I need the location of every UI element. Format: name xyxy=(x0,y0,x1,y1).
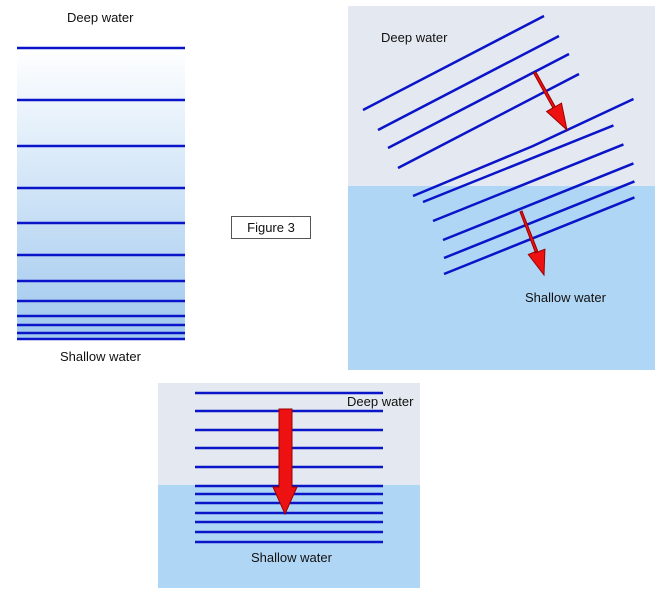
direction-arrow-deep xyxy=(532,71,568,132)
figure-caption: Figure 3 xyxy=(231,216,311,239)
diagram-oblique-refraction: Deep water Shallow water xyxy=(348,6,655,370)
deep-water-label: Deep water xyxy=(381,30,448,45)
gradient-depth-svg xyxy=(17,46,185,341)
wavefront-line xyxy=(412,97,635,198)
wavefront-line xyxy=(422,124,614,204)
shallow-water-label: Shallow water xyxy=(60,349,141,364)
wavefront-line xyxy=(362,14,545,112)
shallow-water-label: Shallow water xyxy=(251,550,332,565)
head-on-approach-svg xyxy=(158,383,420,588)
diagram-head-on-approach: Deep water Shallow water xyxy=(158,383,420,588)
deep-region xyxy=(348,6,655,186)
direction-arrow xyxy=(272,408,298,516)
wavefront-lines xyxy=(362,14,635,276)
wavefront-line xyxy=(432,143,624,223)
wavefront-line xyxy=(442,162,634,242)
wavefront-line xyxy=(377,34,560,132)
depth-gradient-region xyxy=(17,48,185,340)
deep-water-label: Deep water xyxy=(347,394,414,409)
shallow-region xyxy=(348,186,655,370)
oblique-refraction-svg xyxy=(348,6,655,370)
wavefront-line xyxy=(397,72,580,170)
wavefront-line xyxy=(443,196,635,276)
wavefront-lines xyxy=(17,46,185,341)
wavefront-line xyxy=(443,180,635,260)
shallow-water-label: Shallow water xyxy=(525,290,606,305)
deep-water-label: Deep water xyxy=(67,10,134,25)
direction-arrow-shallow xyxy=(519,210,546,277)
diagram-gradient-depth: Deep water Shallow water xyxy=(0,0,200,372)
wavefront-line xyxy=(387,52,570,150)
